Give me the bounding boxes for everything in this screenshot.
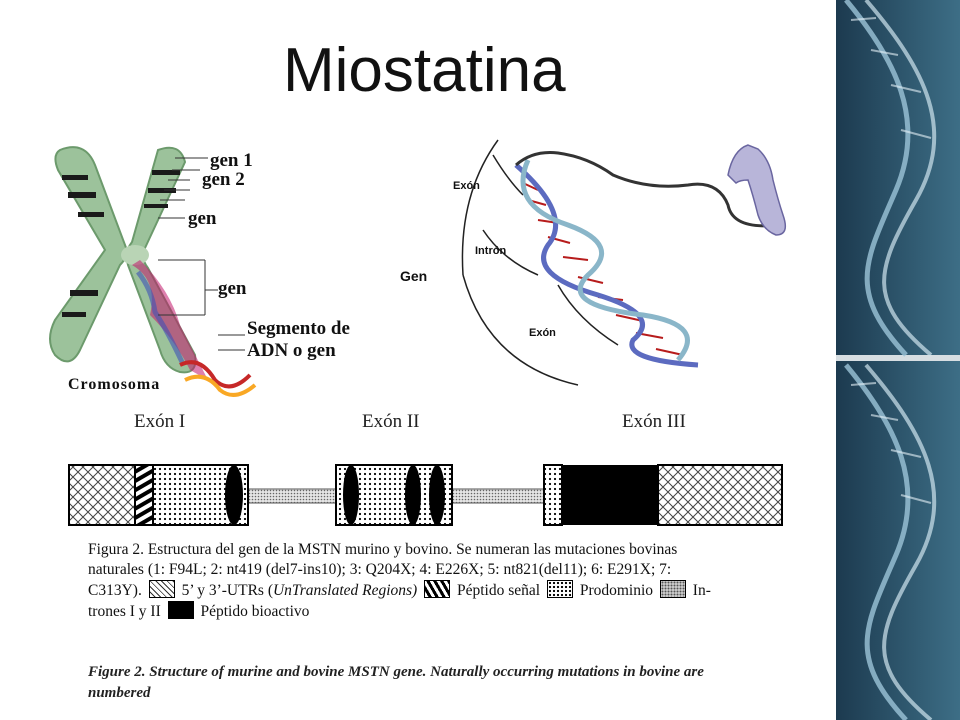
legend-intron-label-b: trones I y II [88, 603, 161, 620]
exon-top-label: Exón [453, 180, 480, 192]
dna-background-strip [836, 0, 960, 720]
exon-3-header: Exón III [622, 411, 686, 432]
legend-intron-label-a: In- [692, 582, 711, 599]
dna-helix-illustration [461, 139, 787, 386]
gene-label-4: gen [218, 278, 247, 299]
slide-title: Miostatina [283, 36, 566, 105]
gene-label-2: gen 2 [202, 169, 245, 190]
exon-1-header: Exón I [134, 411, 186, 432]
legend-intron-swatch [659, 580, 686, 598]
legend-signal-label: Péptido señal [456, 582, 541, 599]
legend-prodomain-label: Prodominio [579, 582, 654, 599]
gen-bracket-label: Gen [400, 268, 428, 284]
caption-line-2: naturales (1: F94L; 2: nt419 (del7-ins10… [88, 561, 672, 578]
caption-legend-line-2: trones I y II Péptido bioactivo [88, 601, 788, 622]
chromosome-figure: gen 1 gen 2 gen gen Segmento de ADN o ge… [40, 140, 410, 400]
dna-helix-decoration [836, 0, 960, 720]
gene-helix-figure: Gen Exón Intrón Exón [398, 135, 830, 395]
legend-bioactive-label: Péptido bioactivo [200, 603, 310, 620]
legend-utr-swatch [148, 580, 175, 598]
gene-label-1: gen 1 [210, 150, 253, 171]
caption-en-line-2: numbered [88, 685, 151, 701]
exon-2-header: Exón II [362, 411, 420, 432]
figure-caption-en: Figure 2. Structure of murine and bovine… [88, 662, 788, 704]
caption-en-line-1: Figure 2. Structure of murine and bovine… [88, 664, 704, 680]
figure-caption-es: Figura 2. Estructura del gen de la MSTN … [88, 540, 788, 622]
legend-prodomain-swatch [546, 580, 573, 598]
caption-line-1: Figura 2. Estructura del gen de la MSTN … [88, 541, 678, 558]
caption-line-3: C313Y). [88, 582, 142, 599]
legend-utr-label: 5’ y 3’-UTRs ( [181, 582, 273, 599]
legend-utr-italic: UnTranslated Regions) [272, 582, 418, 599]
gene-structure-diagram [68, 462, 786, 528]
dna-segment-label-line1: Segmento de [247, 318, 350, 339]
exon-bottom-label: Exón [529, 327, 556, 339]
chromosome-caption: Cromosoma [68, 376, 161, 393]
legend-signal-swatch [424, 580, 451, 598]
intron-label: Intrón [475, 245, 507, 257]
dna-segment-label-line2: ADN o gen [247, 340, 336, 361]
caption-legend-line: C313Y). 5’ y 3’-UTRs (UnTranslated Regio… [88, 580, 788, 601]
gene-label-3: gen [188, 208, 217, 229]
gene-structure-bar [68, 464, 783, 526]
chromosome-illustration [49, 146, 257, 397]
legend-bioactive-swatch [167, 601, 194, 619]
